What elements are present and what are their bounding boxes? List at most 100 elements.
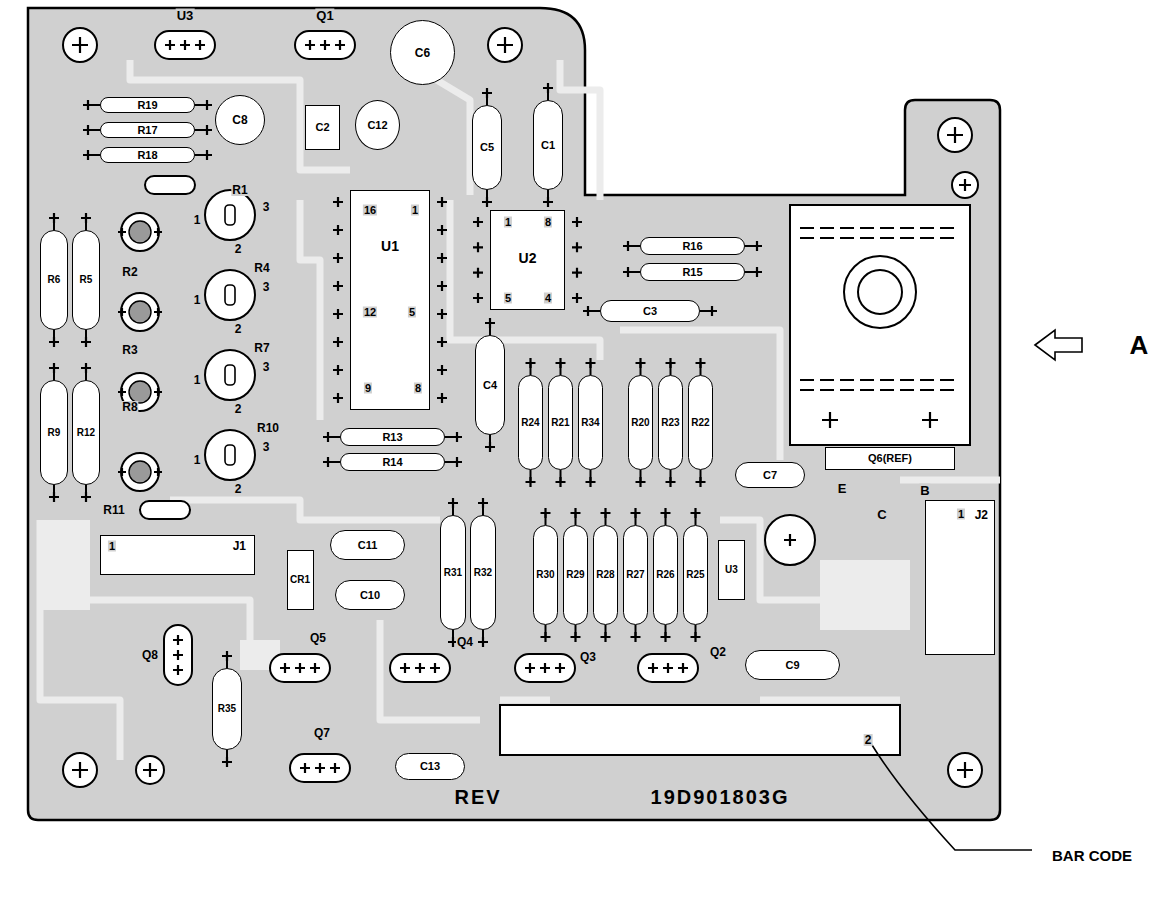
part-label: C4 xyxy=(483,380,497,391)
pad-mark xyxy=(691,632,701,642)
part-label: C11 xyxy=(358,540,378,551)
silkscreen-label: U3 xyxy=(176,9,195,22)
led-lens xyxy=(129,221,151,243)
part-outline: R6 xyxy=(40,230,68,330)
part-outline: R34 xyxy=(578,375,603,470)
pad-mark xyxy=(623,241,633,251)
pad-mark xyxy=(202,100,212,110)
pad-mark xyxy=(437,253,447,263)
pad-mark xyxy=(165,40,175,50)
part-label: Q6(REF) xyxy=(868,453,912,464)
part-outline: R22 xyxy=(688,375,713,470)
silkscreen-label: Q4 xyxy=(456,636,474,648)
pad-mark xyxy=(540,663,550,673)
part-label: R34 xyxy=(581,418,599,428)
trim-pot-slot xyxy=(225,285,235,305)
transistor-outline xyxy=(155,31,215,59)
pad-mark xyxy=(415,663,425,673)
part-label: C3 xyxy=(643,306,657,317)
pad-mark xyxy=(437,309,447,319)
part-label: R20 xyxy=(631,418,649,428)
part-label: C5 xyxy=(480,142,494,153)
silkscreen-label: 3 xyxy=(262,281,271,293)
silkscreen-label: Q3 xyxy=(579,651,597,663)
silkscreen-label: 12 xyxy=(363,307,377,318)
pad-mark xyxy=(437,337,447,347)
pad-mark xyxy=(707,306,717,316)
part-outline: R23 xyxy=(658,375,683,470)
part-outline: R35 xyxy=(212,668,242,750)
silkscreen-label: 3 xyxy=(262,201,271,213)
transistor-outline xyxy=(290,754,350,782)
pad-mark xyxy=(310,663,320,673)
trim-pot-slot xyxy=(225,445,235,465)
part-outline: R27 xyxy=(623,525,648,625)
silkscreen-label: E xyxy=(837,482,848,495)
pad-mark xyxy=(173,635,183,645)
pad-mark xyxy=(485,318,495,328)
transistor-outline xyxy=(270,654,330,682)
silkscreen-label: Q1 xyxy=(315,9,334,22)
pad-mark xyxy=(571,632,581,642)
led-outline xyxy=(121,293,159,331)
part-outline: C11 xyxy=(330,530,405,560)
pad-mark xyxy=(154,388,162,396)
part-label: R5 xyxy=(80,275,93,285)
silkscreen-label: 1 xyxy=(193,214,202,226)
part-label: R27 xyxy=(626,570,644,580)
pad-mark xyxy=(648,663,658,673)
transistor-outline xyxy=(638,654,698,682)
pad-mark xyxy=(81,363,91,373)
capacitor-circle: C8 xyxy=(215,95,265,145)
led-lens xyxy=(129,461,151,483)
pad-mark xyxy=(452,457,462,467)
pad-mark xyxy=(333,225,343,235)
part-label: R13 xyxy=(382,432,402,443)
part-outline: R15 xyxy=(640,263,745,281)
silkscreen-label: 2 xyxy=(234,323,243,335)
part-label: U3 xyxy=(725,565,738,575)
silkscreen-label: 1 xyxy=(411,205,419,216)
pad-mark xyxy=(437,225,447,235)
pad-mark xyxy=(541,508,551,518)
silkscreen-label: R1 xyxy=(231,184,248,196)
part-outline: R20 xyxy=(628,375,653,470)
trim-pot xyxy=(205,270,255,320)
silkscreen-label: 19D901803G xyxy=(650,787,791,807)
pad-mark xyxy=(482,197,492,207)
part-outline: R28 xyxy=(593,525,618,625)
silkscreen-label: C xyxy=(876,508,887,521)
capacitor-circle: C12 xyxy=(355,100,400,150)
pad-mark xyxy=(482,88,492,98)
capacitor-circle: C6 xyxy=(390,20,455,85)
pad-mark xyxy=(49,337,59,347)
pad-mark xyxy=(631,508,641,518)
pad-mark xyxy=(631,632,641,642)
pad-mark xyxy=(473,242,483,252)
silkscreen-label: 2 xyxy=(234,403,243,415)
pad-mark xyxy=(696,477,706,487)
silkscreen-label: A xyxy=(1129,332,1152,358)
pad-mark xyxy=(583,306,593,316)
pad-mark xyxy=(452,432,462,442)
part-label: J1 xyxy=(233,540,246,552)
part-label: CR1 xyxy=(290,575,310,585)
part-outline: R9 xyxy=(40,380,68,485)
silkscreen-label: 1 xyxy=(504,217,512,228)
pad-mark xyxy=(333,281,343,291)
part-outline: C9 xyxy=(745,650,840,680)
pad-mark xyxy=(623,267,633,277)
pad-mark xyxy=(202,125,212,135)
part-outline: R31 xyxy=(440,515,466,630)
silkscreen-label: 8 xyxy=(414,383,422,394)
pad-mark xyxy=(478,637,488,647)
part-label: C1 xyxy=(541,140,555,151)
part-label: R18 xyxy=(137,150,157,161)
silkscreen-label: Q5 xyxy=(309,632,327,644)
part-label: U2 xyxy=(519,251,537,265)
pad-mark xyxy=(572,242,582,252)
part-label: R30 xyxy=(536,570,554,580)
pad-mark xyxy=(752,241,762,251)
led-outline xyxy=(121,453,159,491)
